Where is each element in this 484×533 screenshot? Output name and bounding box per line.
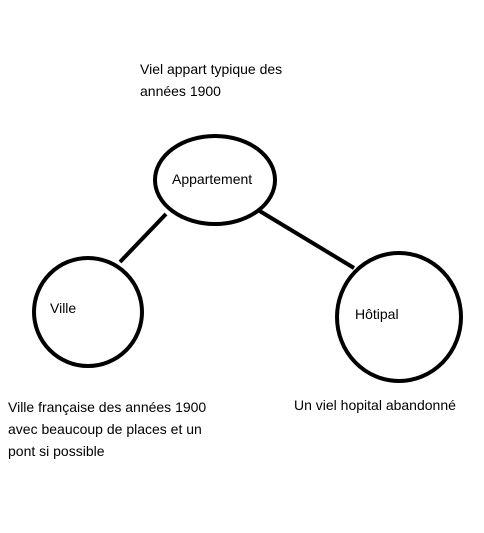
note-ville: Ville française des années 1900 avec bea… xyxy=(8,399,207,459)
node-appartement-label: Appartement xyxy=(172,171,252,187)
node-appartement xyxy=(153,134,277,226)
edge-appartement-hotipal xyxy=(256,208,356,270)
edge-appartement-ville xyxy=(118,212,168,264)
note-appartement: Viel appart typique des années 1900 xyxy=(140,61,283,99)
node-hotipal-label: Hôtipal xyxy=(355,306,399,322)
note-hotipal: Un viel hopital abandonné xyxy=(294,397,456,413)
node-ville xyxy=(32,256,144,368)
node-ville-label: Ville xyxy=(50,300,76,316)
node-hotipal xyxy=(335,251,463,383)
